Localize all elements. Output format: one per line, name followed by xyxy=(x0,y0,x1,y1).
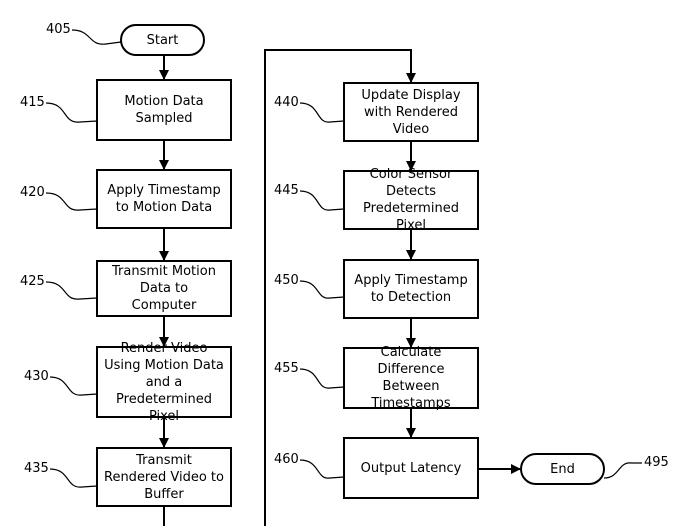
ref-425: 425 xyxy=(20,274,45,289)
step-460-box xyxy=(343,437,479,499)
step-450-box xyxy=(343,259,479,319)
step-420-label: Apply Timestamp to Motion Data xyxy=(107,183,221,215)
ref-460: 460 xyxy=(274,452,299,467)
step-445-label: Color Sensor Detects Predetermined Pixel xyxy=(363,167,459,233)
ref-430: 430 xyxy=(24,369,49,384)
ref-495: 495 xyxy=(644,455,669,470)
step-415-box xyxy=(96,79,232,141)
leader-455 xyxy=(299,368,345,389)
leader-445 xyxy=(299,190,345,211)
step-455-box xyxy=(343,347,479,409)
ref-455: 455 xyxy=(274,361,299,376)
ref-420: 420 xyxy=(20,185,45,200)
leader-415 xyxy=(45,102,98,123)
leader-435 xyxy=(49,468,98,488)
start-terminal xyxy=(120,24,205,56)
leader-450 xyxy=(299,280,345,299)
step-450-label: Apply Timestamp to Detection xyxy=(354,273,468,305)
step-420-box xyxy=(96,169,232,229)
step-460-label: Output Latency xyxy=(360,460,462,476)
ref-415: 415 xyxy=(20,95,45,110)
step-435-label: Transmit Rendered Video to Buffer xyxy=(104,452,224,502)
step-430-label: Render Video Using Motion Data and a Pre… xyxy=(104,341,224,424)
end-terminal xyxy=(520,453,605,485)
ref-440: 440 xyxy=(274,95,299,110)
leader-425 xyxy=(45,281,98,300)
step-440-label: Update Display with Rendered Video xyxy=(361,87,461,137)
ref-445: 445 xyxy=(274,183,299,198)
leader-440 xyxy=(299,102,345,123)
leader-430 xyxy=(49,376,98,396)
leader-495 xyxy=(603,462,642,479)
ref-435: 435 xyxy=(24,461,49,476)
step-415-label: Motion Data Sampled xyxy=(124,94,204,126)
end-label: End xyxy=(550,461,575,477)
step-425-box xyxy=(96,260,232,317)
ref-450: 450 xyxy=(274,273,299,288)
ref-405: 405 xyxy=(46,22,71,37)
step-425-label: Transmit Motion Data to Computer xyxy=(112,264,216,313)
step-445-box xyxy=(343,170,479,230)
start-label: Start xyxy=(146,32,179,48)
connector-to-440 xyxy=(264,49,416,526)
leader-420 xyxy=(45,192,98,211)
leader-405 xyxy=(71,29,122,45)
step-455-label: Calculate Difference Between Timestamps xyxy=(371,345,451,411)
leader-460 xyxy=(299,459,345,479)
